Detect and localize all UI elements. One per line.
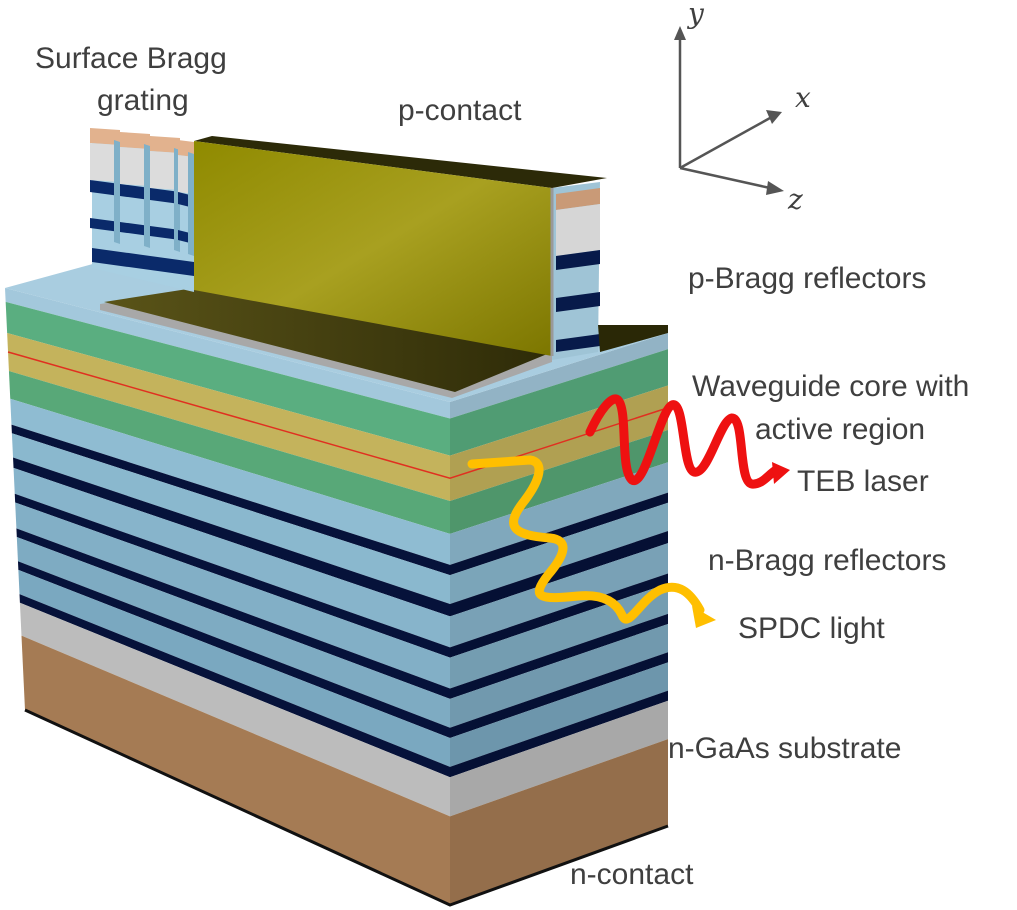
- front-layer-dbr: [17, 561, 451, 739]
- right-face-shade: [450, 462, 668, 565]
- front-layer-dbr: [13, 457, 451, 617]
- label-waveguide-1: Waveguide core with: [692, 370, 970, 403]
- front-layer-p-cladding: [5, 301, 451, 456]
- spdc-light-wave: [467, 455, 705, 624]
- grating-groove: [144, 144, 150, 248]
- right-layer-dbr: [450, 573, 668, 658]
- grating-groove: [188, 152, 194, 256]
- grating-cap: [150, 136, 180, 153]
- front-layer-dbr: [14, 493, 451, 658]
- front-layer-buffer: [19, 602, 451, 817]
- right-face-shade: [450, 429, 668, 534]
- top-contact-right: [598, 325, 668, 352]
- right-layer-dbr: [450, 623, 668, 728]
- front-layer-cladding: [5, 288, 450, 419]
- right-face-shade: [450, 531, 668, 617]
- surface-bragg-grating: [90, 128, 194, 292]
- front-layer-n-cladding: [8, 371, 451, 534]
- front-layer-dbr: [18, 569, 450, 767]
- front-layer-dbr: [19, 594, 450, 778]
- right-face-shade: [450, 700, 668, 817]
- right-layer-dbr: [450, 531, 668, 617]
- p-bragg-ridge-side: [552, 182, 600, 360]
- label-teb-laser: TEB laser: [797, 465, 929, 498]
- front-layer-dbr: [13, 467, 450, 648]
- grating-stripe: [92, 248, 194, 276]
- right-face-shade: [450, 333, 668, 419]
- active-region-line: [7, 351, 669, 480]
- label-n-contact: n-contact: [570, 858, 694, 891]
- coordinate-axes: [674, 26, 784, 195]
- grating-top-layer: [150, 151, 180, 190]
- right-face-shade: [450, 690, 668, 778]
- right-layer-substrate: [450, 739, 668, 905]
- front-layer-dbr: [11, 433, 450, 605]
- right-layer-buffer: [450, 700, 668, 817]
- front-layer-dbr: [16, 537, 450, 728]
- label-grating: grating: [97, 84, 189, 117]
- grating-stripe: [90, 180, 120, 196]
- label-p-bragg: p-Bragg reflectors: [688, 262, 927, 295]
- front-layer-waveguide-core: [7, 332, 451, 501]
- right-layer-dbr: [450, 690, 668, 778]
- p-contact: [194, 141, 552, 356]
- spdc-arrowhead: [692, 606, 716, 628]
- teb-laser-arrowhead: [772, 462, 790, 484]
- right-layer-dbr: [450, 662, 668, 767]
- front-layer-dbr: [10, 398, 450, 565]
- right-layer-dbr: [450, 492, 668, 576]
- p-contact-flap: [104, 288, 552, 392]
- grating-cap: [90, 128, 120, 145]
- label-p-contact: p-contact: [398, 94, 522, 127]
- front-layer-substrate: [21, 635, 451, 905]
- grating-stripe: [90, 218, 120, 232]
- right-face-shade: [450, 739, 668, 905]
- grating-top-layer: [90, 143, 120, 182]
- right-face-shade: [450, 652, 668, 739]
- label-spdc-light: SPDC light: [738, 612, 885, 645]
- right-face-shade: [450, 613, 668, 699]
- right-layer-cladding: [450, 333, 668, 419]
- axis-x-label: x: [795, 81, 811, 114]
- right-layer-dbr: [450, 462, 668, 565]
- label-n-bragg: n-Bragg reflectors: [708, 544, 947, 577]
- right-face-shade: [450, 662, 668, 767]
- grating-stripe: [120, 222, 150, 236]
- front-layer-dbr: [16, 528, 451, 699]
- right-layer-n-cladding: [450, 429, 668, 534]
- n-contact-edge: [24, 708, 669, 907]
- grating-stripe: [120, 184, 150, 200]
- grating-cap: [120, 132, 150, 149]
- right-layer-p-cladding: [450, 349, 668, 456]
- grating-groove: [114, 140, 120, 244]
- label-surface-bragg: Surface Bragg: [35, 42, 227, 75]
- grating-top-layer: [120, 147, 150, 186]
- grating-stripe: [150, 226, 180, 240]
- right-face-shade: [450, 492, 668, 576]
- front-layer-dbr: [15, 502, 450, 689]
- right-layer-dbr: [450, 652, 668, 739]
- right-face-shade: [450, 573, 668, 658]
- axis-z-label: z: [788, 183, 803, 216]
- right-face-shade: [450, 349, 668, 456]
- right-layer-dbr: [450, 613, 668, 699]
- label-waveguide-2: active region: [755, 413, 926, 446]
- axis-y-label: y: [688, 0, 704, 30]
- p-contact-top-edge: [194, 136, 607, 188]
- grating-stripe: [150, 188, 180, 204]
- teb-laser-wave: [585, 394, 781, 489]
- right-face-shade: [450, 623, 668, 728]
- front-layer-dbr: [11, 424, 451, 576]
- label-substrate: n-GaAs substrate: [668, 732, 902, 765]
